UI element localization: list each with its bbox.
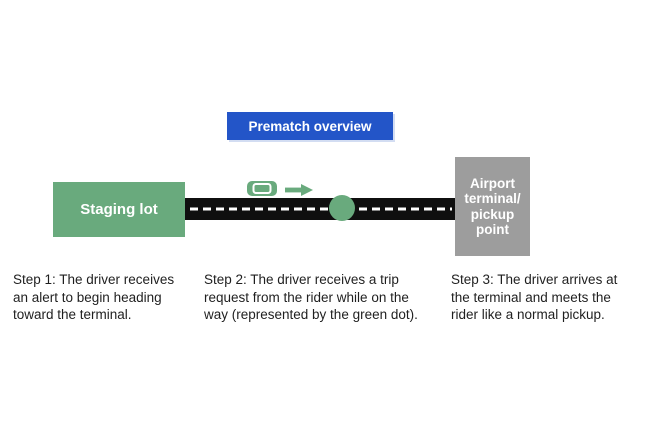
step-1-line: toward the terminal. [13,307,132,322]
prematch-overview-banner: Prematch overview [227,112,393,140]
step-1-description: Step 1: The driver receives an alert to … [13,271,174,324]
step-2-line: way (represented by the green dot). [204,307,418,322]
step-3-line: the terminal and meets the [451,289,611,305]
road [185,198,455,220]
step-3-description: Step 3: The driver arrives at the termin… [451,271,617,324]
terminal-label-line: point [476,222,509,237]
trip-request-dot [329,195,355,221]
airport-terminal-box: Airport terminal/ pickup point [455,157,530,256]
terminal-label-line: Airport [470,175,515,191]
car-icon [247,181,277,196]
staging-lot-label: Staging lot [80,201,158,218]
terminal-label-line: terminal/ [464,191,521,206]
banner-label: Prematch overview [248,118,372,134]
step-2-line: Step 2: The driver receives a trip [204,272,399,287]
step-2-description: Step 2: The driver receives a trip reque… [204,271,418,324]
right-arrow-icon [285,183,313,196]
road-center-line [190,207,452,211]
step-1-line: an alert to begin heading [13,289,162,305]
step-1-line: Step 1: The driver receives [13,272,175,287]
step-2-line: request from the rider while on the [204,289,409,305]
staging-lot-box: Staging lot [53,182,185,237]
step-3-line: Step 3: The driver arrives at [451,272,618,287]
step-3-line: rider like a normal pickup. [451,307,605,322]
terminal-label-line: pickup [470,206,515,222]
